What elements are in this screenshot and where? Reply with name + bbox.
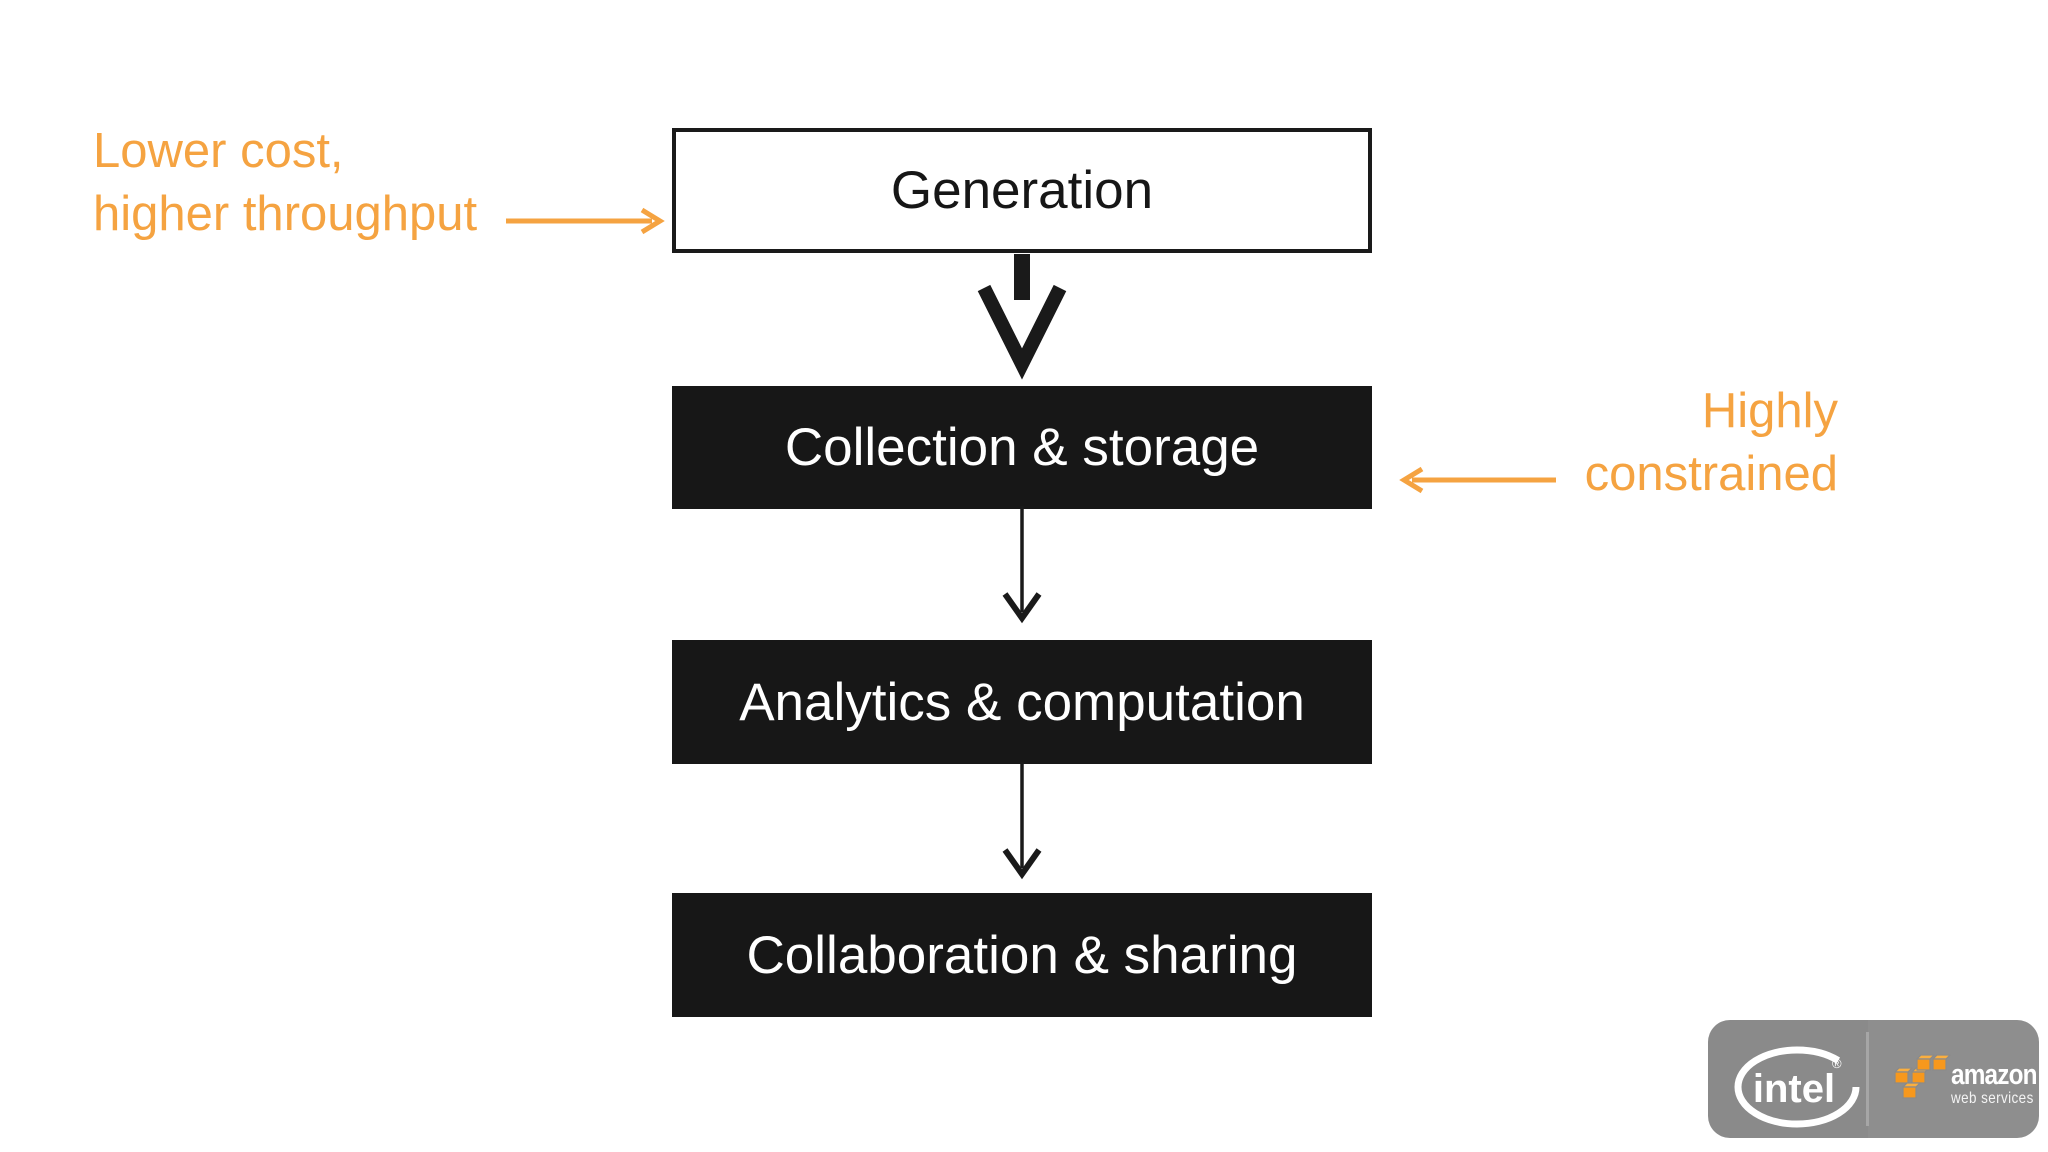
annotation-line-1: Lower cost, [93,124,344,178]
annotation-line-1: Highly [1701,384,1838,438]
aws-cubes-icon [1894,1054,1951,1099]
flow-arrow-large-icon [977,254,1067,380]
aws-subtitle: web services [1951,1090,2034,1107]
annotation-arrow-left-icon [1399,466,1556,494]
annotation-line-2: higher throughput [93,187,478,241]
flow-arrow-icon [1002,762,1042,880]
intel-registered-mark: ® [1832,1056,1842,1071]
flow-node-generation: Generation [672,128,1372,253]
flow-node-label: Analytics & computation [739,672,1305,732]
flow-node-label: Collaboration & sharing [746,925,1298,985]
flow-node-label: Generation [890,161,1154,220]
flow-node-collection-storage: Collection & storage [672,386,1372,509]
flow-node-collaboration-sharing: Collaboration & sharing [672,893,1372,1017]
flow-arrow-icon [1002,506,1042,624]
aws-wordmark: amazon [1951,1059,2038,1091]
intel-wordmark: intel [1753,1067,1835,1111]
annotation-highly-constrained: Highly constrained [1585,380,1838,506]
annotation-lower-cost: Lower cost, higher throughput [93,120,477,246]
intel-logo-icon: intel ® [1734,1046,1860,1128]
flow-node-label: Collection & storage [784,418,1260,477]
sponsor-badge: intel ® [1708,1020,2039,1138]
badge-divider [1866,1032,1869,1126]
aws-logo-text: amazon web services [1951,1059,2038,1107]
flow-node-analytics-computation: Analytics & computation [672,640,1372,764]
annotation-line-2: constrained [1584,447,1838,501]
annotation-arrow-right-icon [506,207,665,235]
